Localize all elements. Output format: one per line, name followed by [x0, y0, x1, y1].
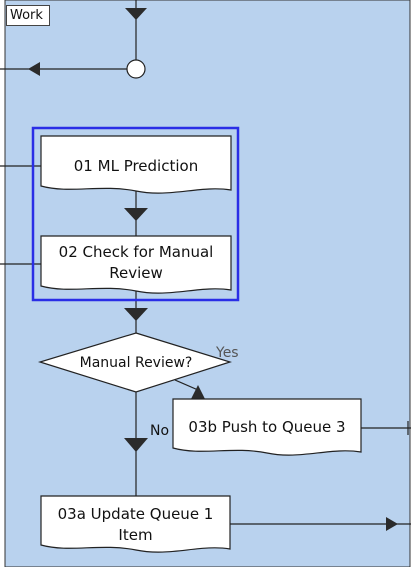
arrowhead-yes-branch: [191, 385, 205, 399]
node-manual-review-decision[interactable]: [37, 332, 233, 393]
edge-label-no: No: [150, 423, 170, 439]
arrowhead-no-branch: [124, 438, 148, 452]
arrowhead-ml-to-check: [124, 208, 148, 221]
manual-review-decision-label: Manual Review?: [79, 354, 193, 371]
merge-node[interactable]: [126, 59, 146, 79]
edge-label-yes: Yes: [216, 345, 239, 361]
selection-box: [31, 126, 240, 302]
push-to-queue-3-label: 03b Push to Queue 3: [188, 417, 346, 436]
arrowhead-top: [125, 8, 147, 20]
node-update-queue-1-item[interactable]: [40, 495, 231, 553]
swimlane-label: Work: [6, 5, 50, 26]
check-manual-review-label: 02 Check for Manual Review: [58, 243, 214, 282]
arrowhead-queue1-out: [386, 517, 398, 531]
node-push-to-queue-3[interactable]: [172, 398, 362, 456]
update-queue-1-item-label: 03a Update Queue 1 Item: [57, 505, 214, 544]
arrowhead-to-decision: [124, 308, 148, 321]
arrowheads: [28, 8, 398, 531]
node-check-manual-review[interactable]: [40, 235, 232, 294]
ml-prediction-label: 01 ML Prediction: [73, 156, 199, 175]
node-ml-prediction[interactable]: [40, 135, 232, 194]
arrowhead-merge-left: [28, 62, 40, 76]
